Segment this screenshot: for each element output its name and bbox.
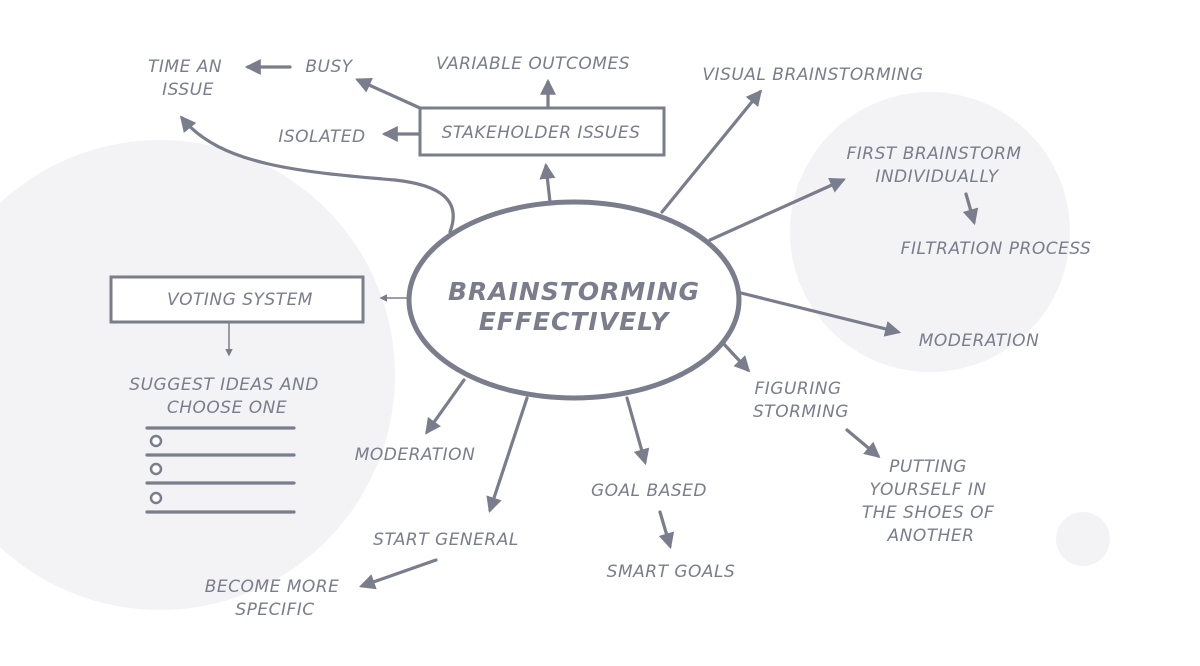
moderation-right-label: MODERATION <box>919 331 1040 351</box>
stakeholder-issues-box <box>418 106 666 157</box>
voting-system-label: VOTING SYSTEM <box>167 290 313 310</box>
list-illustration <box>145 426 296 514</box>
arrow-center-to-first <box>708 177 846 242</box>
center-title-line2: EFFECTIVELY <box>479 307 671 336</box>
background-circle-right <box>790 92 1070 372</box>
arrow-center-to-visual <box>660 89 763 214</box>
arrow-center-to-moderation-left <box>425 378 466 435</box>
arrow-figuring-to-putting <box>845 428 881 459</box>
arrow-center-to-moderation-right <box>735 290 902 337</box>
arrow-center-to-time <box>179 115 455 234</box>
arrow-center-to-start <box>486 396 529 514</box>
center-title-line1: BRAINSTORMING <box>448 277 700 306</box>
first-brainstorm-label: FIRST BRAINSTORM INDIVIDUALLY <box>847 144 1028 187</box>
voting-system-box <box>109 275 365 324</box>
visual-brainstorming-label: VISUAL BRAINSTORMING <box>702 65 923 85</box>
isolated-label: ISOLATED <box>278 127 365 147</box>
stakeholder-issues-label: STAKEHOLDER ISSUES <box>442 123 641 143</box>
arrow-center-to-figuring <box>720 340 751 373</box>
center-ellipse <box>406 199 742 401</box>
suggest-ideas-label: SUGGEST IDEAS AND CHOOSE ONE <box>129 375 324 418</box>
start-general-label: START GENERAL <box>373 530 519 550</box>
arrow-goal-to-smart <box>658 510 675 550</box>
variable-outcomes-label: VARIABLE OUTCOMES <box>436 54 630 74</box>
arrow-start-to-specific <box>358 558 438 590</box>
become-more-specific-label: BECOME MORE SPECIFIC <box>205 577 345 620</box>
moderation-left-label: MODERATION <box>355 445 476 465</box>
busy-label: BUSY <box>305 57 353 77</box>
time-an-issue-label: TIME AN ISSUE <box>148 57 228 100</box>
list-bullet <box>149 434 163 448</box>
putting-yourself-label: PUTTING YOURSELF IN THE SHOES OF ANOTHER <box>862 457 1000 546</box>
background-circle-left <box>0 140 395 610</box>
arrow-stakeholder-to-busy <box>355 77 422 110</box>
goal-based-label: GOAL BASED <box>591 481 707 501</box>
figuring-storming-label: FIGURING STORMING <box>753 379 849 422</box>
smart-goals-label: SMART GOALS <box>607 562 736 582</box>
list-bullet <box>149 462 163 476</box>
filtration-process-label: FILTRATION PROCESS <box>901 239 1092 259</box>
connectors <box>179 59 979 590</box>
arrow-center-to-goal <box>625 396 650 466</box>
arrow-center-to-stakeholder <box>539 162 556 204</box>
list-bullet <box>149 491 163 505</box>
background-circle-small <box>1056 512 1110 566</box>
arrow-first-to-filtration <box>962 192 979 226</box>
